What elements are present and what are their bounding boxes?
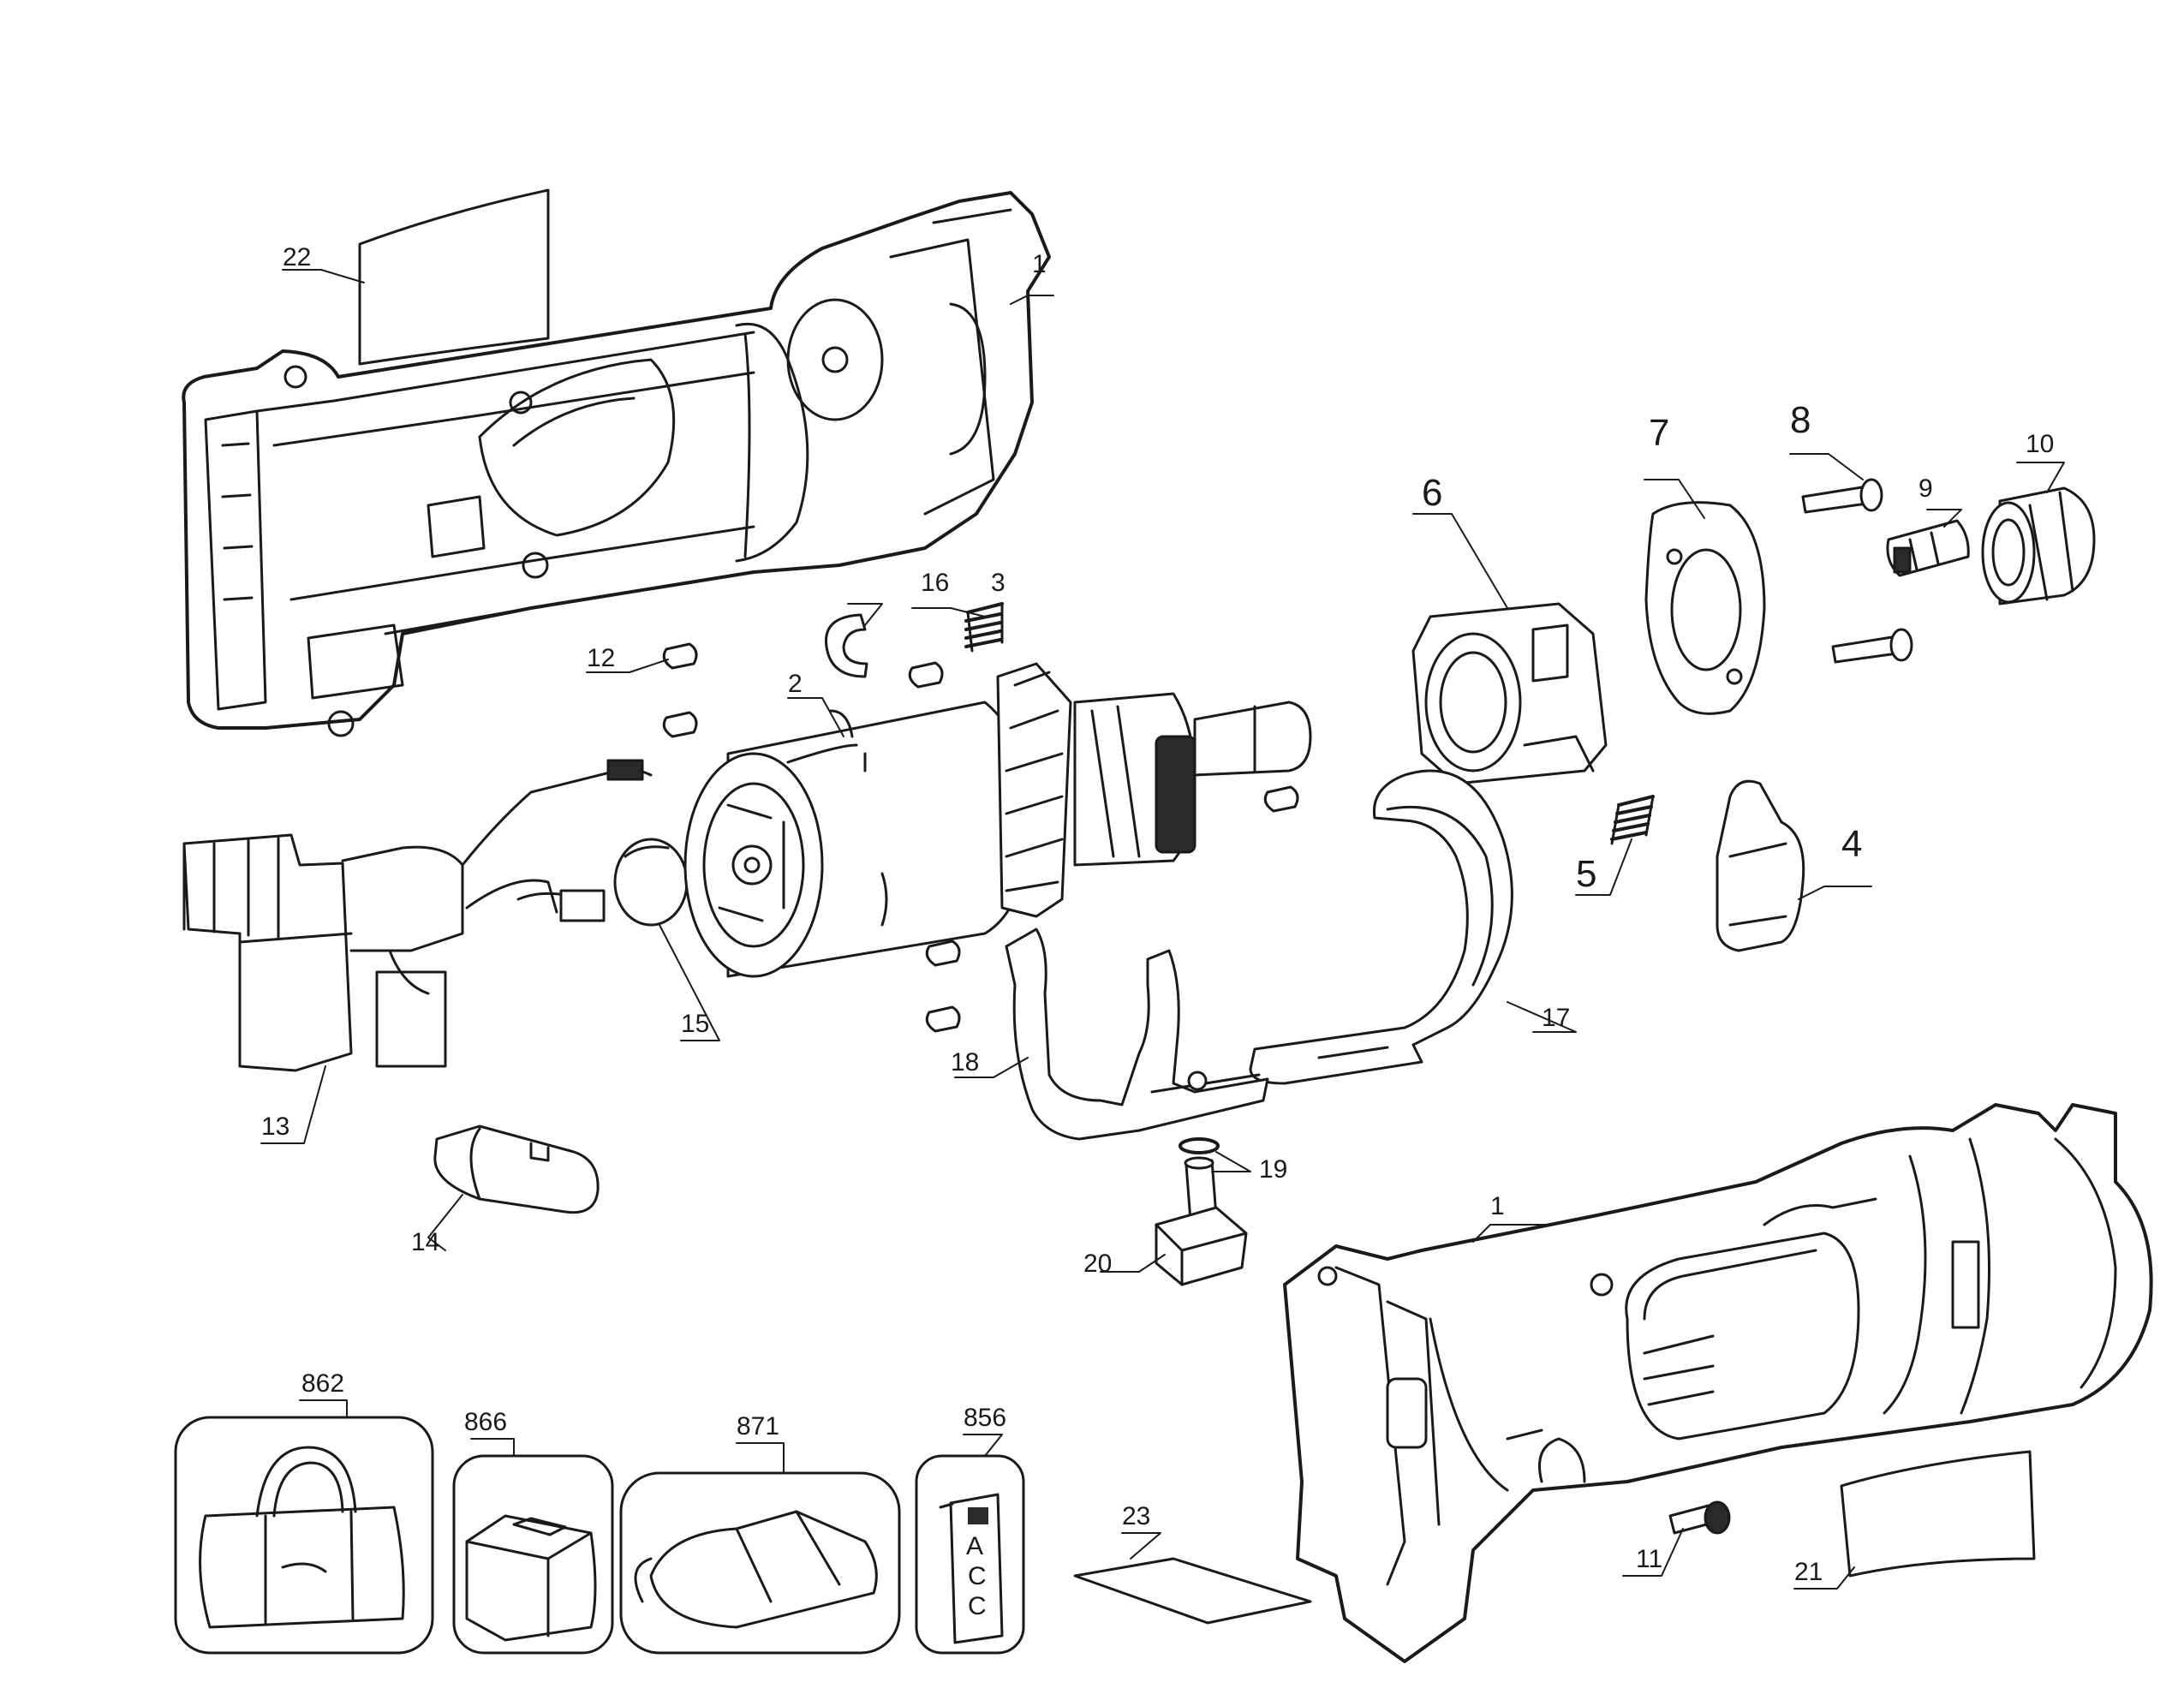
callout-18: 18 xyxy=(951,1048,979,1077)
accessory-866-battery-box xyxy=(452,1454,614,1655)
callout-12: 12 xyxy=(587,644,615,672)
callout-20: 20 xyxy=(1083,1250,1112,1278)
callout-15: 15 xyxy=(681,1010,709,1038)
callout-14: 14 xyxy=(411,1228,439,1256)
callout-856: 856 xyxy=(964,1404,1006,1432)
part-9-collet xyxy=(1886,519,1970,577)
part-18-base-bracket xyxy=(1005,928,1269,1141)
callout-9: 9 xyxy=(1918,474,1933,503)
callout-7: 7 xyxy=(1649,412,1669,454)
part-8-screws xyxy=(1801,478,1913,664)
callout-871: 871 xyxy=(737,1412,779,1440)
part-2-armature xyxy=(683,662,1312,978)
part-4-latch xyxy=(1716,779,1805,952)
part-15-bearing xyxy=(613,838,689,927)
acc-letter-3: C xyxy=(968,1592,987,1620)
accessory-871-charger-box xyxy=(619,1471,901,1655)
part-3-spring xyxy=(964,602,1004,653)
part-22-label-sheet xyxy=(358,188,550,366)
part-13-switch-assembly xyxy=(182,759,653,1072)
callout-21: 21 xyxy=(1794,1558,1823,1586)
part-17-guard xyxy=(1249,769,1513,1085)
callout-6: 6 xyxy=(1422,472,1442,514)
part-1-housing-left xyxy=(182,191,1051,737)
callout-1-top: 1 xyxy=(1032,250,1047,278)
callout-11: 11 xyxy=(1636,1545,1662,1573)
callout-19: 19 xyxy=(1259,1155,1287,1184)
accessory-856-card-box: A C C xyxy=(915,1454,1025,1655)
part-5-spring xyxy=(1610,795,1655,845)
callout-23: 23 xyxy=(1122,1502,1150,1530)
part-21-label-sheet xyxy=(1840,1450,2036,1578)
accessory-862-bag-box xyxy=(174,1416,434,1655)
acc-letter-2: C xyxy=(968,1562,987,1590)
callout-16: 16 xyxy=(921,569,949,597)
callout-17: 17 xyxy=(1542,1004,1570,1032)
callout-numbers: 22 1 16 3 12 2 6 7 8 9 10 5 4 15 17 13 1… xyxy=(261,243,2054,1586)
callout-3: 3 xyxy=(991,569,1005,597)
part-1-assembled-tool xyxy=(1283,1103,2153,1663)
callout-leaders xyxy=(260,269,2065,1590)
callout-8: 8 xyxy=(1790,399,1811,441)
callout-862: 862 xyxy=(301,1369,344,1398)
acc-letter-1: A xyxy=(966,1532,983,1560)
callout-5: 5 xyxy=(1576,853,1596,895)
callout-10: 10 xyxy=(2026,430,2054,458)
part-20-knob xyxy=(1155,1156,1248,1286)
callout-2: 2 xyxy=(788,670,803,698)
part-19-washer xyxy=(1179,1137,1220,1154)
part-10-collet-nut xyxy=(1981,486,2096,605)
part-23-manual-sheet xyxy=(1073,1557,1312,1625)
part-16-retaining-clip xyxy=(825,613,868,678)
part-11-screw xyxy=(1668,1500,1731,1535)
callout-22: 22 xyxy=(283,243,311,271)
callout-1-bottom: 1 xyxy=(1490,1192,1505,1220)
callout-13: 13 xyxy=(261,1112,289,1141)
callout-866: 866 xyxy=(464,1408,507,1436)
part-12-brush-plugs xyxy=(662,642,1299,1033)
callout-4: 4 xyxy=(1841,823,1862,865)
part-7-flange xyxy=(1644,501,1766,715)
part-14-battery-clip xyxy=(433,1124,600,1214)
part-6-bearing-housing xyxy=(1411,602,1608,785)
